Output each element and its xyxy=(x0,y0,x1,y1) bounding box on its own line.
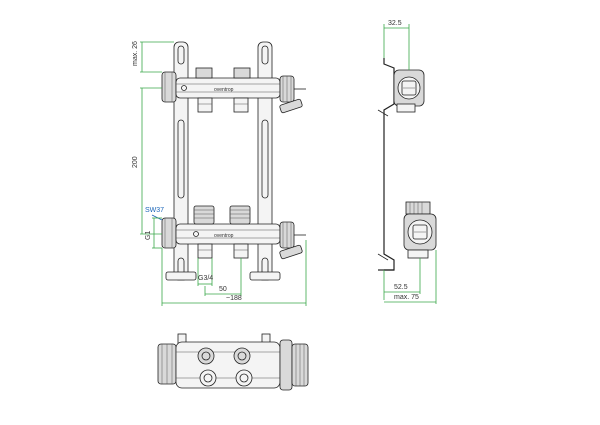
top-manifold: oventrop xyxy=(161,67,306,114)
top-nut xyxy=(161,71,177,103)
right-bracket xyxy=(249,41,281,281)
front-view: oventrop oventrop xyxy=(161,41,306,281)
bottom-brand-mark: oventrop xyxy=(214,233,234,239)
side-view xyxy=(377,58,437,271)
dim-g34: G3/4 xyxy=(198,275,213,282)
dim-32-5: 32.5 xyxy=(388,20,402,27)
bottom-nut xyxy=(161,217,177,249)
dim-g1: G1 xyxy=(145,231,152,240)
dim-sw37: SW37 xyxy=(145,207,164,214)
dim-max26: max. 26 xyxy=(132,41,139,66)
front-dimensions: max. 26 200 SW37 G1 G3/4 50 ~188 xyxy=(132,41,307,306)
dim-52-5: 52.5 xyxy=(394,284,408,291)
dim-200: 200 xyxy=(132,156,139,168)
bottom-manifold: oventrop xyxy=(161,205,306,260)
dim-max75: max. 75 xyxy=(394,294,419,301)
dim-50: 50 xyxy=(219,286,227,293)
top-brand-mark: oventrop xyxy=(214,87,234,93)
dim-188: ~188 xyxy=(226,295,242,302)
top-view xyxy=(157,333,309,391)
left-bracket xyxy=(165,41,197,281)
side-dimensions: 32.5 52.5 max. 75 xyxy=(383,20,437,304)
